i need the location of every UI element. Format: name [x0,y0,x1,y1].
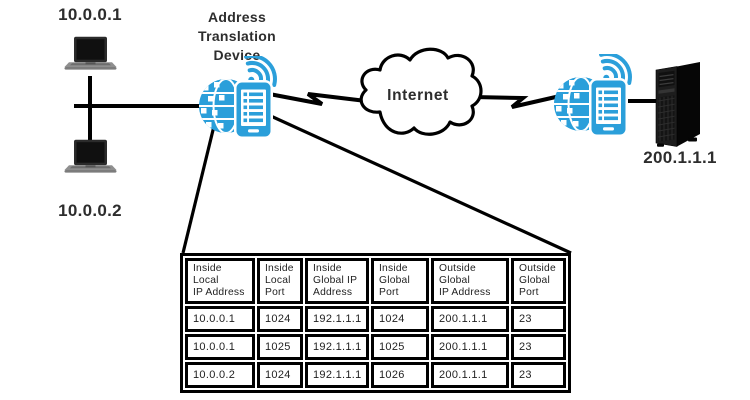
laptop-icon-1 [59,36,121,81]
cell-inside-global-ip: 192.1.1.1 [305,334,369,361]
host1-ip-label: 10.0.0.1 [58,5,122,24]
cell-outside-global-port: 23 [511,306,566,333]
col-header-inside-global-ip: Inside Global IP Address [305,258,369,305]
remote-gateway-icon [551,54,643,142]
nat-table-row: 10.0.0.1 1025 192.1.1.1 1025 200.1.1.1 2… [185,334,566,361]
col-header-inside-global-port: Inside Global Port [371,258,429,305]
cell-outside-global-port: 23 [511,334,566,361]
cell-inside-global-port: 1026 [371,362,429,389]
cell-inside-local-port: 1024 [257,306,303,333]
nat-table-container: Inside Local IP Address Inside Local Por… [180,253,571,394]
address-translation-device-label: Address Translation Device [198,9,276,63]
cell-inside-local-ip: 10.0.0.1 [185,306,255,333]
col-header-outside-global-ip: Outside Global IP Address [431,258,509,305]
cell-inside-local-port: 1025 [257,334,303,361]
col-header-inside-local-ip: Inside Local IP Address [185,258,255,305]
host2-ip-label: 10.0.0.2 [58,201,122,220]
internet-cloud [359,47,483,136]
server-ip-label: 200.1.1.1 [643,148,717,167]
cell-inside-global-ip: 192.1.1.1 [305,306,369,333]
cell-inside-local-ip: 10.0.0.1 [185,334,255,361]
cell-inside-global-port: 1024 [371,306,429,333]
wan-link-right-zigzag [472,94,561,109]
nat-table-row: 10.0.0.2 1024 192.1.1.1 1026 200.1.1.1 2… [185,362,566,389]
nat-table-row: 10.0.0.1 1024 192.1.1.1 1024 200.1.1.1 2… [185,306,566,333]
cell-outside-global-ip: 200.1.1.1 [431,306,509,333]
internet-label: Internet [387,87,449,104]
laptop-icon-2 [59,139,121,184]
nat-table-header-row: Inside Local IP Address Inside Local Por… [185,258,566,305]
callout-line-left [181,125,216,254]
cell-outside-global-ip: 200.1.1.1 [431,362,509,389]
cell-inside-global-port: 1025 [371,334,429,361]
wan-link-left-zigzag [263,91,367,106]
cell-outside-global-ip: 200.1.1.1 [431,334,509,361]
server-icon [650,61,708,149]
cell-inside-local-ip: 10.0.0.2 [185,362,255,389]
cell-inside-global-ip: 192.1.1.1 [305,362,369,389]
cell-outside-global-port: 23 [511,362,566,389]
cell-inside-local-port: 1024 [257,362,303,389]
col-header-outside-global-port: Outside Global Port [511,258,566,305]
callout-line-right [261,110,572,255]
nat-device-icon [196,56,288,144]
nat-translation-table: Inside Local IP Address Inside Local Por… [183,256,568,390]
col-header-inside-local-port: Inside Local Port [257,258,303,305]
